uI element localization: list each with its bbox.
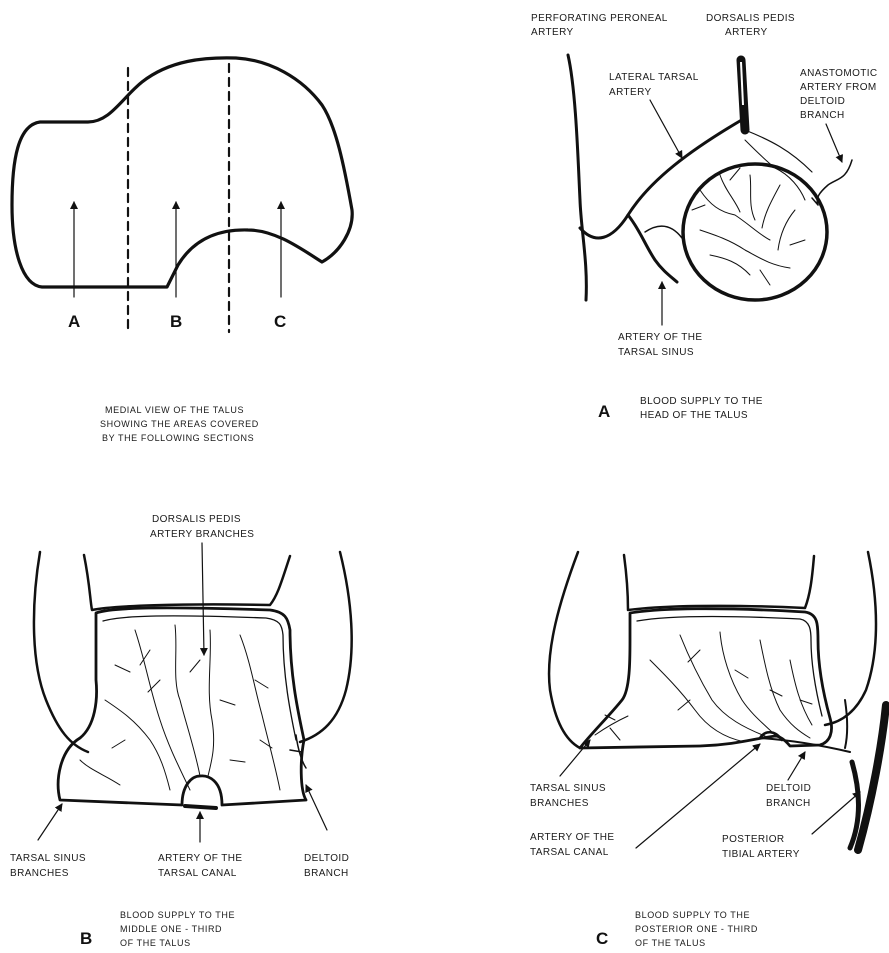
panel-a-caption-line-2: HEAD OF THE TALUS	[640, 410, 748, 421]
label-dorsalis-branches-2: ARTERY BRANCHES	[150, 529, 254, 540]
lateral-tarsal-artery	[580, 118, 745, 238]
talar-body-inner-c	[637, 617, 822, 716]
panel-c-caption-line-1: BLOOD SUPPLY TO THE	[635, 910, 750, 920]
pointer-tarsal-sinus-b	[38, 804, 62, 840]
posterior-tibial-artery-branch	[850, 762, 859, 848]
label-deltoid-c-1: DELTOID	[766, 783, 811, 794]
panel-c-caption-line-3: OF THE TALUS	[635, 938, 706, 948]
panel-b-caption-line-2: MIDDLE ONE - THIRD	[120, 924, 222, 934]
tarsal-canal-artery-b	[185, 806, 216, 808]
pointer-tarsal-canal-c	[636, 744, 760, 848]
panel-c: TARSAL SINUS BRANCHES ARTERY OF THE TARS…	[530, 552, 886, 948]
panel-b-letter: B	[80, 929, 92, 948]
middle-intraosseous-vessels	[80, 625, 280, 790]
pointer-posterior-tibial	[812, 792, 860, 834]
label-posterior-tibial-2: TIBIAL ARTERY	[722, 849, 800, 860]
tibia-right-c	[825, 552, 876, 725]
tibia-left-b	[34, 552, 88, 752]
label-anastomotic-2: ARTERY FROM	[800, 82, 877, 93]
label-anastomotic-1: ANASTOMOTIC	[800, 68, 878, 79]
label-dorsalis-pedis-2: ARTERY	[725, 27, 768, 38]
perforating-peroneal-artery	[568, 55, 586, 300]
panel-a: PERFORATING PERONEAL ARTERY DORSALIS PED…	[531, 13, 878, 421]
label-tarsal-sinus-branches-c-2: BRANCHES	[530, 798, 589, 809]
tibial-plafond-b	[84, 555, 290, 610]
pointer-deltoid-b	[306, 785, 327, 830]
label-posterior-tibial-1: POSTERIOR	[722, 834, 785, 845]
label-anastomotic-4: BRANCH	[800, 110, 845, 121]
overview-letter-b: B	[170, 312, 182, 331]
label-perforating-peroneal-1: PERFORATING PERONEAL	[531, 13, 668, 24]
panel-c-caption-line-2: POSTERIOR ONE - THIRD	[635, 924, 758, 934]
label-tarsal-sinus-branches-c-1: TARSAL SINUS	[530, 783, 606, 794]
overview-caption-line-2: SHOWING THE AREAS COVERED	[100, 419, 259, 429]
label-tarsal-canal-b-2: TARSAL CANAL	[158, 868, 237, 879]
panel-a-letter: A	[598, 402, 610, 421]
talar-body-inner-b	[103, 616, 296, 740]
label-anastomotic-3: DELTOID	[800, 96, 845, 107]
tarsal-sinus-artery-branch	[645, 226, 682, 238]
pointer-deltoid-c	[788, 752, 805, 780]
label-tarsal-sinus-2: TARSAL SINUS	[618, 347, 694, 358]
label-tarsal-sinus-1: ARTERY OF THE	[618, 332, 702, 343]
tibia-left-c	[549, 552, 580, 748]
label-tarsal-canal-b-1: ARTERY OF THE	[158, 853, 242, 864]
anastomotic-artery	[812, 160, 852, 205]
panel-b-caption-line-1: BLOOD SUPPLY TO THE	[120, 910, 235, 920]
overview-letter-a: A	[68, 312, 80, 331]
tibia-right-b	[300, 552, 352, 742]
overview-caption-line-3: BY THE FOLLOWING SECTIONS	[102, 433, 254, 443]
label-tarsal-sinus-branches-b-2: BRANCHES	[10, 868, 69, 879]
pointer-dorsalis-branches	[202, 543, 204, 655]
label-tarsal-sinus-branches-b-1: TARSAL SINUS	[10, 853, 86, 864]
talus-medial-outline	[12, 58, 352, 287]
overview-panel: A B C MEDIAL VIEW OF THE TALUS SHOWING T…	[12, 58, 352, 443]
label-deltoid-b-2: BRANCH	[304, 868, 349, 879]
tibial-plafond-c	[624, 555, 814, 610]
label-tarsal-canal-c-1: ARTERY OF THE	[530, 832, 614, 843]
pointer-lateral-tarsal	[650, 100, 682, 158]
head-intraosseous-vessels	[692, 140, 805, 285]
label-lateral-tarsal-1: LATERAL TARSAL	[609, 72, 699, 83]
tarsal-sinus-artery	[628, 215, 677, 282]
label-dorsalis-branches-1: DORSALIS PEDIS	[152, 514, 241, 525]
pointer-anastomotic	[826, 124, 842, 162]
label-deltoid-c-2: BRANCH	[766, 798, 811, 809]
label-dorsalis-pedis-1: DORSALIS PEDIS	[706, 13, 795, 24]
panel-b: DORSALIS PEDIS ARTERY BRANCHES TARSAL SI…	[10, 514, 352, 948]
panel-a-caption-line-1: BLOOD SUPPLY TO THE	[640, 396, 763, 407]
overview-caption-line-1: MEDIAL VIEW OF THE TALUS	[105, 405, 244, 415]
panel-b-caption-line-3: OF THE TALUS	[120, 938, 191, 948]
label-deltoid-b-1: DELTOID	[304, 853, 349, 864]
overview-letter-c: C	[274, 312, 286, 331]
panel-c-letter: C	[596, 929, 608, 948]
posterior-tibial-artery	[858, 705, 886, 850]
label-tarsal-canal-c-2: TARSAL CANAL	[530, 847, 609, 858]
label-lateral-tarsal-2: ARTERY	[609, 87, 652, 98]
label-perforating-peroneal-2: ARTERY	[531, 27, 574, 38]
